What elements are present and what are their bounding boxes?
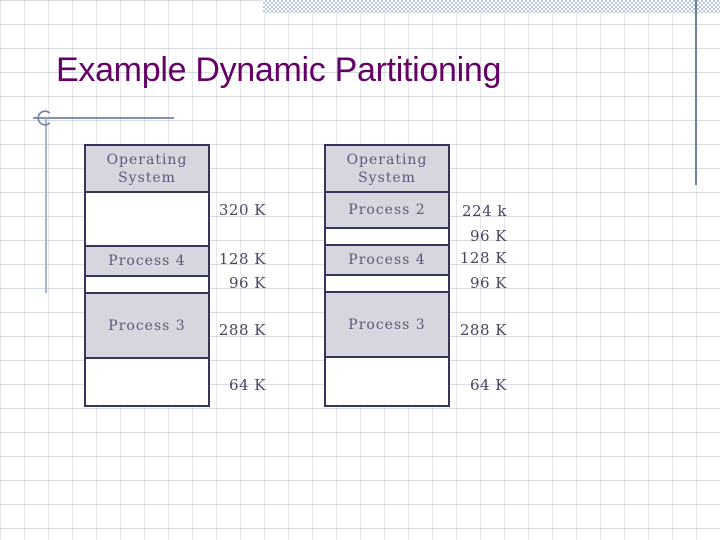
memory-segment-os: Operating System: [86, 146, 208, 191]
size-label: 320 K: [218, 201, 266, 219]
segment-label: Process 4: [348, 252, 426, 268]
memory-map-before: Operating System Process 4 Process 3: [84, 144, 210, 407]
top-decorative-band: [263, 0, 720, 13]
memory-segment-os: Operating System: [326, 146, 448, 191]
right-decorative-line: [695, 0, 697, 185]
segment-label: Process 3: [348, 316, 426, 333]
size-label: 224 k: [462, 202, 507, 220]
segment-label: Operating System: [346, 151, 428, 186]
memory-map-after: Operating System Process 2 Process 4 Pro…: [324, 144, 450, 407]
size-label: 96 K: [469, 227, 507, 245]
memory-segment-process-3: Process 3: [86, 292, 208, 357]
size-label: 64 K: [469, 376, 507, 394]
memory-segment-process-4: Process 4: [86, 245, 208, 275]
memory-segment-free-64k: [86, 357, 208, 405]
memory-segment-process-2: Process 2: [326, 191, 448, 227]
title-underline-rule: [33, 117, 174, 119]
memory-segment-free-96k: [86, 275, 208, 292]
size-label: 96 K: [469, 274, 507, 292]
memory-segment-free-320k: [86, 191, 208, 245]
size-label: 128 K: [459, 249, 507, 267]
memory-segment-process-4: Process 4: [326, 244, 448, 274]
slide-title: Example Dynamic Partitioning: [56, 51, 502, 89]
size-label: 64 K: [228, 376, 266, 394]
memory-segment-free-64k: [326, 356, 448, 405]
circle-ornament-icon: [37, 110, 51, 126]
segment-label: Process 2: [348, 202, 426, 218]
memory-segment-process-3: Process 3: [326, 291, 448, 356]
segment-label: Process 4: [108, 253, 186, 269]
size-label: 96 K: [228, 274, 266, 292]
left-decorative-line: [45, 118, 47, 293]
size-label: 288 K: [218, 321, 266, 339]
size-label: 128 K: [218, 250, 266, 268]
segment-label: Process 3: [108, 317, 186, 334]
segment-label: Operating System: [106, 151, 188, 186]
memory-segment-free-96k: [326, 227, 448, 244]
memory-segment-free-96k: [326, 274, 448, 291]
size-label: 288 K: [459, 321, 507, 339]
